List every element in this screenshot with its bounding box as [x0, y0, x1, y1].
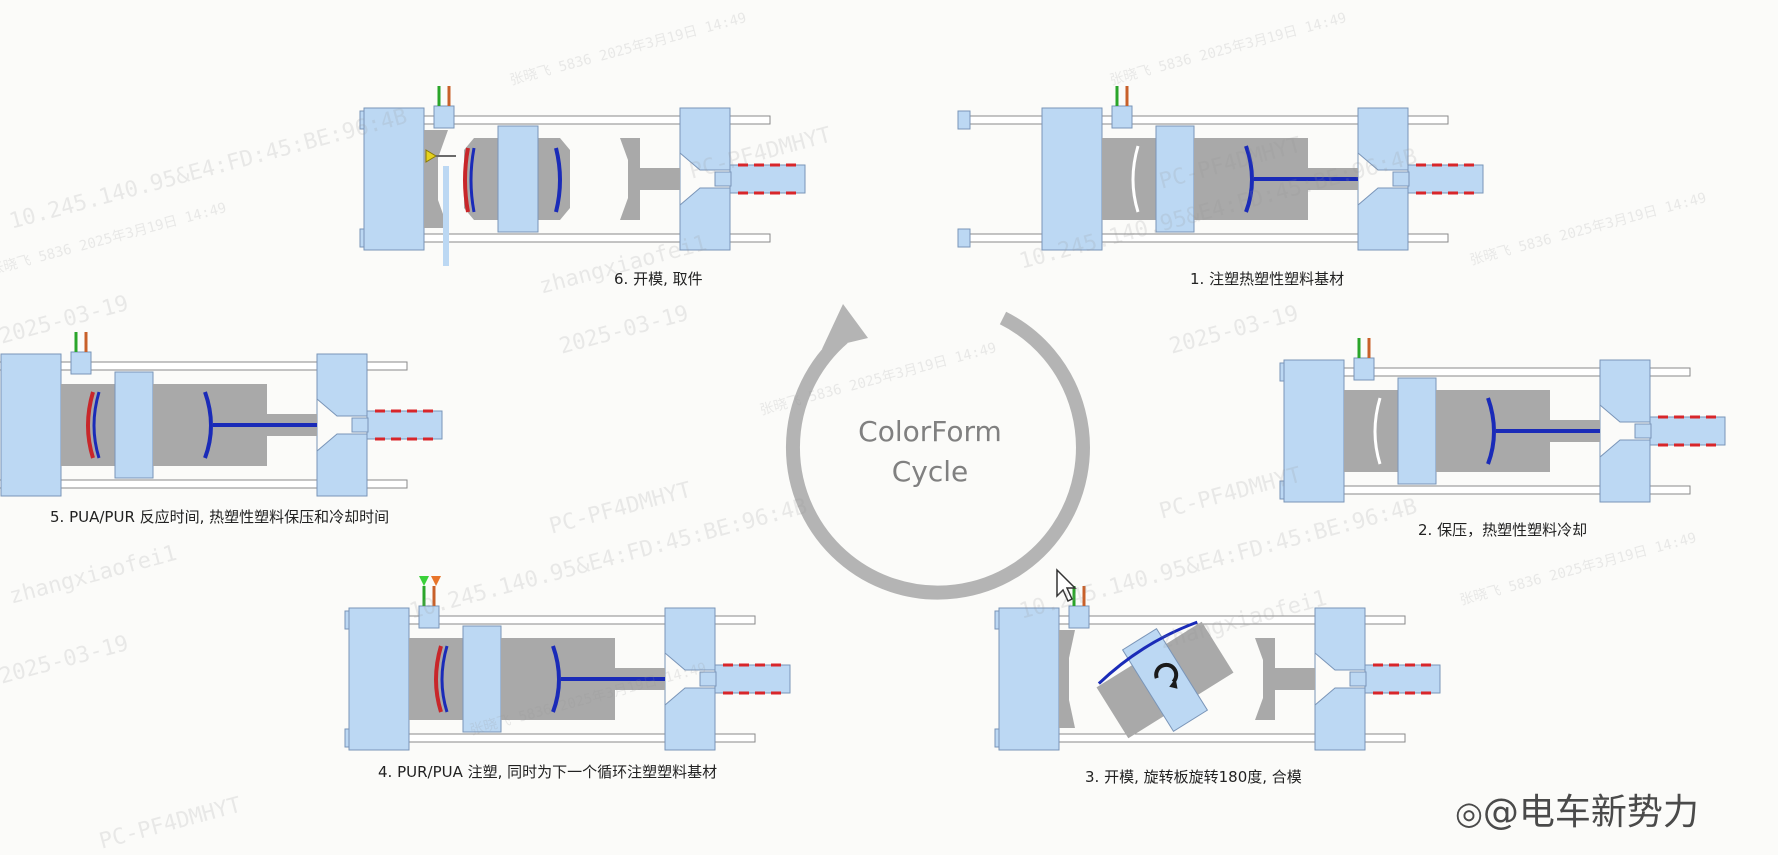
injection-barrel — [1649, 416, 1726, 446]
substrate-part — [203, 391, 213, 459]
machine-step-6 — [359, 86, 806, 266]
green-arrow-icon — [419, 576, 429, 586]
center-title-line2: Cycle — [891, 455, 969, 488]
mold-cavity-left — [1102, 138, 1128, 220]
coated-part — [92, 391, 101, 459]
weibo-logo-icon: ◎ — [1455, 794, 1483, 832]
substrate-part — [551, 645, 561, 713]
nozzle-tip — [714, 171, 732, 187]
substrate-part — [1097, 620, 1198, 685]
mold-core-right — [1436, 390, 1490, 472]
pu-coating — [86, 391, 95, 459]
left-platen — [348, 607, 410, 751]
cycle-arrowhead — [822, 304, 868, 349]
step-3-caption: 3. 开模, 旋转板旋转180度, 合模 — [1085, 768, 1302, 786]
mold-core-right — [501, 638, 555, 720]
step-1-caption: 1. 注塑热塑性塑料基材 — [1190, 270, 1345, 288]
mold-core-right — [1194, 138, 1248, 220]
mixing-head — [1353, 357, 1375, 381]
injection-barrel — [729, 164, 806, 194]
step-6-caption: 6. 开模, 取件 — [614, 270, 703, 288]
rotary-plate — [1121, 628, 1209, 732]
rotate-arrow-icon — [1154, 662, 1179, 684]
rotary-plate — [462, 625, 502, 733]
rod-nut — [957, 110, 971, 130]
step-2-caption: 2. 保压，热塑性塑料冷却 — [1418, 521, 1588, 539]
mold-cavity-left — [1344, 390, 1370, 472]
tie-rod — [0, 361, 408, 371]
left-platen — [1283, 359, 1345, 503]
nozzle-tip — [1349, 671, 1367, 687]
nozzle-tip — [351, 417, 369, 433]
machine-step-3 — [994, 586, 1441, 751]
rotary-plate — [497, 125, 539, 233]
machine-step-2 — [1279, 338, 1726, 503]
empty-cavity — [1373, 397, 1382, 465]
nozzle-tip — [1634, 423, 1652, 439]
rotary-core — [1096, 620, 1234, 739]
robot-gripper — [425, 149, 437, 163]
orange-arrow-icon — [431, 576, 441, 586]
nozzle-tip — [1392, 171, 1410, 187]
machine-step-5 — [0, 332, 443, 497]
left-platen — [363, 107, 425, 251]
mixing-head — [418, 605, 440, 629]
finished-part — [469, 147, 476, 213]
machine-step-4 — [344, 576, 791, 751]
step-4-caption: 4. PUR/PUA 注塑, 同时为下一个循环注塑塑料基材 — [378, 763, 718, 781]
mold-cavity-left — [409, 638, 435, 720]
cycle-arrow — [786, 311, 1090, 600]
brand-watermark: ◎@电车新势力 — [1455, 783, 1699, 835]
tie-rod — [0, 479, 408, 489]
coated-part — [440, 645, 449, 713]
rotary-plate — [114, 371, 154, 479]
finished-part — [463, 147, 470, 213]
rotate-arrow-icon — [1169, 678, 1178, 689]
rotary-plate — [1397, 377, 1437, 485]
injection-barrel — [366, 410, 443, 440]
substrate-part — [1486, 397, 1496, 465]
injection-barrel — [714, 664, 791, 694]
injection-barrel — [1364, 664, 1441, 694]
brand-text: @电车新势力 — [1482, 792, 1699, 833]
mixing-head — [433, 105, 455, 129]
rod-nut — [957, 228, 971, 248]
mixing-head — [70, 351, 92, 375]
center-title-line1: ColorForm — [858, 415, 1002, 448]
substrate-part — [1244, 145, 1254, 213]
mold-cavity-left — [61, 384, 87, 466]
nozzle-tip — [699, 671, 717, 687]
machine-step-1 — [957, 86, 1484, 251]
left-platen — [0, 353, 62, 497]
mold-core-right — [153, 384, 207, 466]
mold-cavity-right — [620, 138, 680, 220]
left-platen — [1041, 107, 1103, 251]
mixing-head — [1068, 605, 1090, 629]
mold-cavity-right — [1255, 638, 1315, 720]
mold-cavity-left — [1059, 630, 1075, 728]
empty-cavity — [1131, 145, 1140, 213]
pu-coating — [434, 645, 443, 713]
mixing-head — [1111, 105, 1133, 129]
rotary-plate — [1155, 125, 1195, 233]
left-platen — [998, 607, 1060, 751]
step-5-caption: 5. PUA/PUR 反应时间, 热塑性塑料保压和冷却时间 — [50, 508, 390, 526]
substrate-part — [554, 147, 562, 213]
center-title: ColorForm Cycle — [820, 412, 1040, 492]
injection-barrel — [1407, 164, 1484, 194]
mouse-cursor-icon — [1056, 568, 1077, 603]
